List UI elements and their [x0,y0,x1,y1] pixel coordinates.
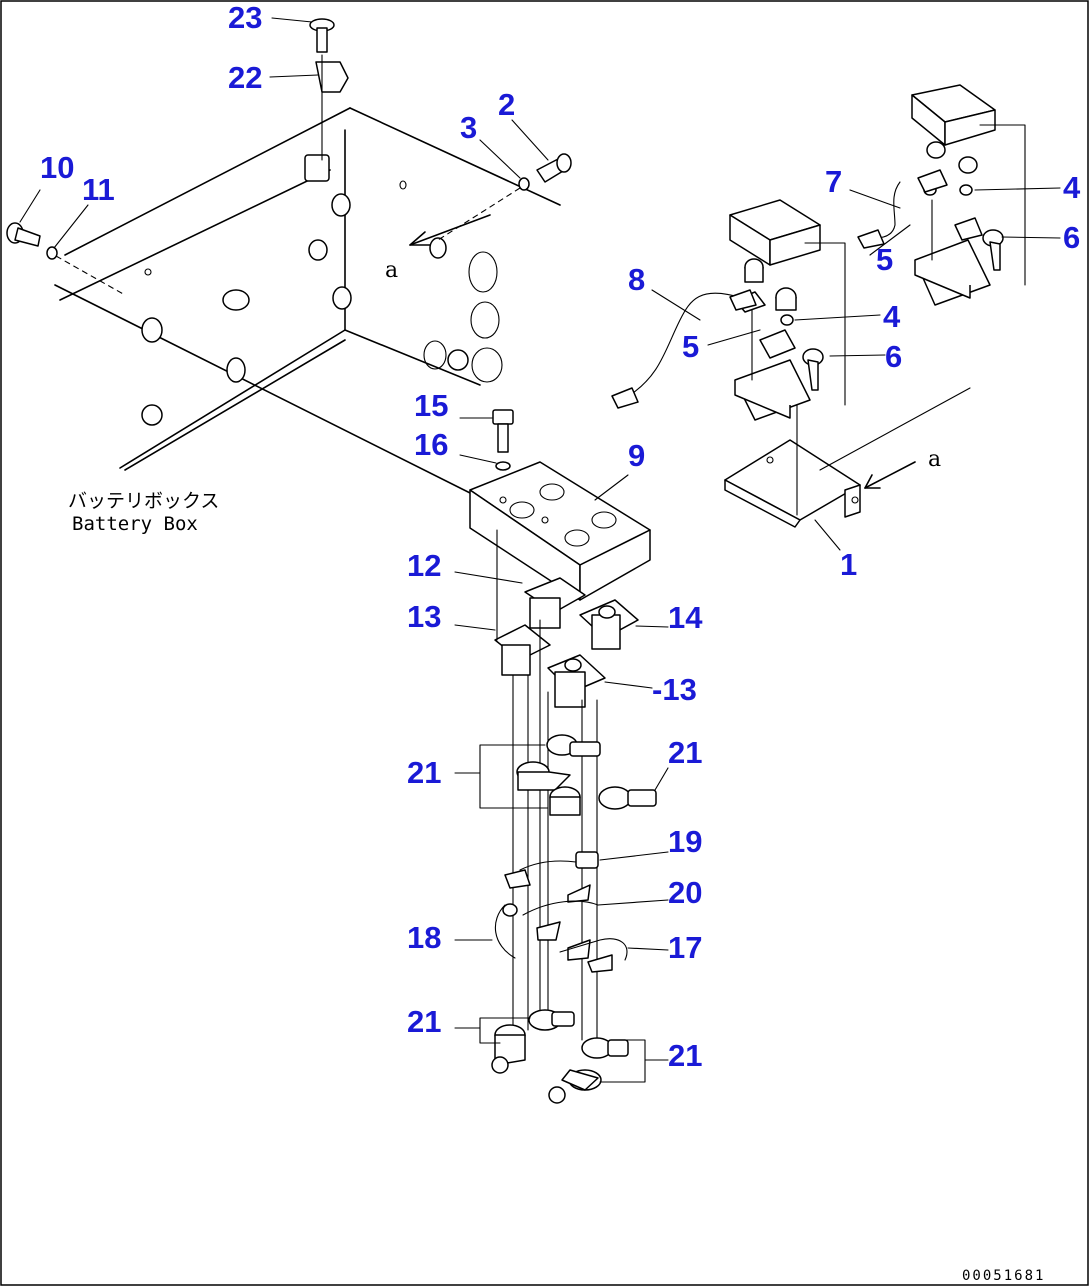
plate-9 [469,461,651,601]
callout-2: 2 [498,87,515,122]
bracket-1: a [724,387,971,528]
callout-10: 10 [40,150,74,185]
wire-7 [857,181,901,249]
callout-13a: 13 [407,599,441,634]
callout-8: 8 [628,262,645,297]
marker-a-box: a [385,258,398,283]
callout-14: 14 [668,600,703,635]
callout-11: 11 [82,172,115,207]
callout-19: 19 [668,824,702,859]
callout-21d: 21 [668,1038,702,1073]
callout-5a: 5 [682,329,699,364]
banjo-fittings-lower [491,1009,629,1104]
callout-3: 3 [460,110,477,145]
callout-13b: -13 [652,672,697,707]
callout-17: 17 [668,930,702,965]
bolt-23-assembly [309,18,349,161]
relay-box-right [911,84,1026,306]
callout-6b: 6 [1063,220,1080,255]
callout-21c: 21 [407,1004,441,1039]
box-tab [304,154,330,182]
wires [494,851,628,973]
callouts: 23 22 3 2 10 11 8 7 5 5 4 6 4 6 1 9 15 1… [40,0,1081,1073]
callout-21b: 21 [668,735,702,770]
battery-box: a [54,107,561,509]
callout-7: 7 [825,164,842,199]
battery-box-label-en: Battery Box [72,513,198,535]
callout-5b: 5 [876,242,893,277]
callout-22: 22 [228,60,262,95]
callout-18: 18 [407,920,441,955]
callout-9: 9 [628,438,645,473]
callout-20: 20 [668,875,702,910]
callout-4a: 4 [883,299,901,334]
marker-a-bracket: a [928,447,941,472]
leader-lines [19,17,1061,1083]
battery-box-label-jp: バッテリボックス [68,490,219,512]
wire-8 [611,289,757,409]
bolt-10-assembly [6,222,126,296]
drawing-reference-code: 00051681 [962,1268,1045,1284]
callout-23: 23 [228,0,262,35]
banjo-fittings-upper [516,734,657,816]
bolt-2-assembly [437,153,572,241]
callout-16: 16 [414,427,448,462]
bolt-15-assembly [492,409,514,471]
callout-21a: 21 [407,755,441,790]
callout-15: 15 [414,388,448,423]
callout-12: 12 [407,548,441,583]
callout-1: 1 [840,547,857,582]
callout-4b: 4 [1063,170,1081,205]
terminal-blocks [494,577,639,708]
callout-6a: 6 [885,339,902,374]
